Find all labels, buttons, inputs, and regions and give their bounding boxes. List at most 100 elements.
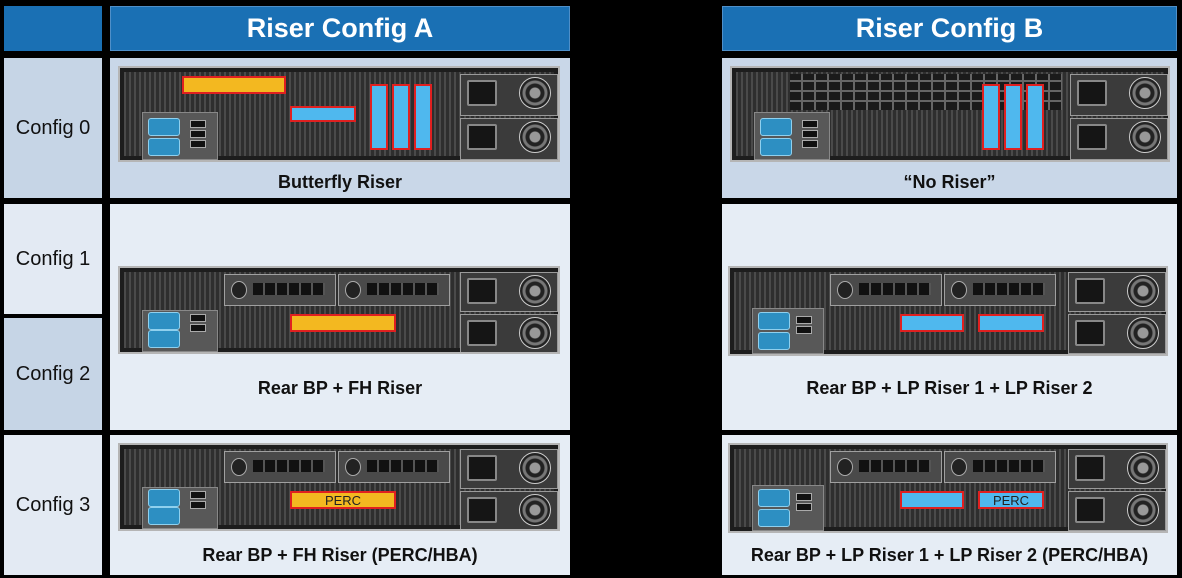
usb-port bbox=[190, 120, 206, 128]
usb-port bbox=[190, 491, 206, 499]
power-plug bbox=[467, 320, 497, 346]
drive-latch-icon bbox=[231, 281, 247, 299]
vga-port bbox=[760, 118, 792, 136]
power-supply-2 bbox=[1068, 491, 1166, 531]
fan-icon bbox=[1127, 452, 1159, 484]
fan-icon bbox=[1127, 275, 1159, 307]
fan-icon bbox=[1127, 494, 1159, 526]
serial-port bbox=[758, 509, 790, 527]
usb-port bbox=[802, 130, 818, 138]
serial-port bbox=[758, 332, 790, 350]
header-riser-config-a: Riser Config A bbox=[110, 6, 570, 51]
row-label-config-3: Config 3 bbox=[4, 435, 102, 575]
fh-riser-slot bbox=[290, 314, 396, 332]
vertical-riser-slot bbox=[370, 84, 388, 150]
drive-latch-icon bbox=[345, 281, 361, 299]
cell-b-config-3: PERC Rear BP + LP Riser 1 + LP Riser 2 (… bbox=[722, 435, 1177, 575]
vertical-riser-slot bbox=[982, 84, 1000, 150]
fan-icon bbox=[1129, 77, 1161, 109]
usb-port bbox=[802, 120, 818, 128]
vertical-riser-slot bbox=[1004, 84, 1022, 150]
lp-riser-slot bbox=[290, 106, 356, 122]
perc-label: PERC bbox=[324, 492, 362, 508]
fan-icon bbox=[519, 275, 551, 307]
vertical-riser-slot bbox=[392, 84, 410, 150]
perc-riser-slot: PERC bbox=[978, 491, 1044, 509]
vga-port bbox=[148, 312, 180, 330]
drive-latch-icon bbox=[837, 281, 853, 299]
usb-port bbox=[190, 314, 206, 322]
fan-icon bbox=[519, 121, 551, 153]
server-rear-image bbox=[730, 66, 1170, 162]
power-plug bbox=[467, 80, 497, 106]
usb-port bbox=[796, 326, 812, 334]
power-plug bbox=[1075, 320, 1105, 346]
vga-port bbox=[758, 312, 790, 330]
row-label-config-2: Config 2 bbox=[4, 318, 102, 430]
cell-b-config-0: “No Riser” bbox=[722, 58, 1177, 198]
drive-latch-icon bbox=[837, 458, 853, 476]
header-riser-config-b: Riser Config B bbox=[722, 6, 1177, 51]
power-plug bbox=[1077, 124, 1107, 150]
fan-icon bbox=[1129, 121, 1161, 153]
header-corner bbox=[4, 6, 102, 51]
rear-drive-bay bbox=[830, 451, 942, 483]
serial-port bbox=[148, 330, 180, 348]
rear-drive-bay bbox=[224, 274, 336, 306]
cell-a-config-3: PERC Rear BP + FH Riser (PERC/HBA) bbox=[110, 435, 570, 575]
drive-latch-icon bbox=[951, 458, 967, 476]
power-supply-2 bbox=[1068, 314, 1166, 354]
caption-rear-bp-lp-risers: Rear BP + LP Riser 1 + LP Riser 2 bbox=[806, 378, 1093, 398]
server-rear-image bbox=[118, 266, 560, 354]
drive-slot bbox=[253, 283, 325, 295]
perc-riser-slot: PERC bbox=[290, 491, 396, 509]
usb-port bbox=[796, 493, 812, 501]
power-supply-1 bbox=[460, 272, 558, 312]
rear-drive-bay bbox=[338, 274, 450, 306]
caption-rear-bp-lp-risers-perc: Rear BP + LP Riser 1 + LP Riser 2 (PERC/… bbox=[750, 545, 1149, 565]
vga-port bbox=[148, 118, 180, 136]
power-supply-2 bbox=[1070, 118, 1168, 160]
caption-rear-bp-fh-riser-perc: Rear BP + FH Riser (PERC/HBA) bbox=[202, 545, 478, 565]
usb-port bbox=[190, 324, 206, 332]
drive-latch-icon bbox=[951, 281, 967, 299]
server-rear-image: PERC bbox=[118, 443, 560, 531]
usb-port bbox=[190, 130, 206, 138]
power-plug bbox=[1075, 497, 1105, 523]
serial-port bbox=[148, 138, 180, 156]
power-plug bbox=[1077, 80, 1107, 106]
caption-rear-bp-fh-riser: Rear BP + FH Riser bbox=[257, 378, 423, 398]
fan-icon bbox=[519, 77, 551, 109]
drive-slot bbox=[859, 283, 931, 295]
drive-slot bbox=[367, 460, 439, 472]
rear-drive-bay bbox=[944, 274, 1056, 306]
vertical-riser-slot bbox=[1026, 84, 1044, 150]
fan-icon bbox=[519, 494, 551, 526]
drive-slot bbox=[973, 460, 1045, 472]
power-plug bbox=[467, 497, 497, 523]
power-plug bbox=[467, 124, 497, 150]
power-supply-1 bbox=[460, 449, 558, 489]
power-supply-2 bbox=[460, 491, 558, 529]
usb-port bbox=[190, 501, 206, 509]
serial-port bbox=[148, 507, 180, 525]
power-plug bbox=[467, 455, 497, 481]
drive-slot bbox=[973, 283, 1045, 295]
fh-riser-slot bbox=[182, 76, 286, 94]
drive-latch-icon bbox=[231, 458, 247, 476]
power-supply-1 bbox=[1070, 74, 1168, 116]
power-supply-2 bbox=[460, 118, 558, 160]
row-label-config-1: Config 1 bbox=[4, 204, 102, 314]
caption-butterfly-riser: Butterfly Riser bbox=[277, 172, 403, 192]
power-supply-1 bbox=[1068, 449, 1166, 489]
drive-slot bbox=[859, 460, 931, 472]
drive-slot bbox=[253, 460, 325, 472]
server-rear-image bbox=[118, 66, 560, 162]
power-plug bbox=[1075, 455, 1105, 481]
power-supply-1 bbox=[460, 74, 558, 116]
drive-slot bbox=[367, 283, 439, 295]
power-supply-2 bbox=[460, 314, 558, 352]
row-label-config-0: Config 0 bbox=[4, 58, 102, 198]
usb-port bbox=[796, 503, 812, 511]
rear-drive-bay bbox=[830, 274, 942, 306]
